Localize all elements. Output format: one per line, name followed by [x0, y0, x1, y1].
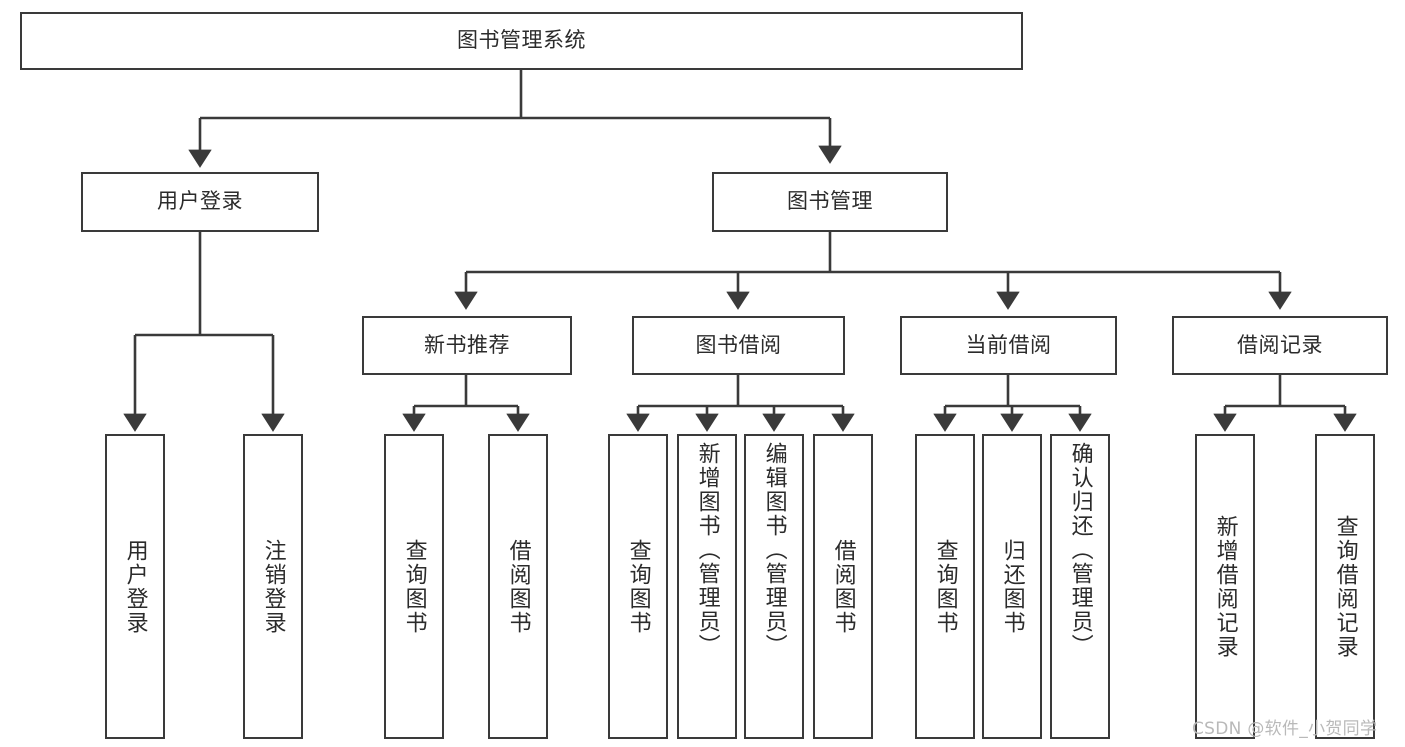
node-user-login[interactable]: 用户登录: [81, 172, 319, 232]
csdn-watermark: CSDN @软件_小贺同学: [1192, 719, 1378, 739]
leaf-new-book-borrow-book[interactable]: 借阅图书: [488, 434, 548, 739]
node-label: 当前借阅: [965, 332, 1052, 357]
node-label: 图书借阅: [695, 332, 782, 357]
leaf-current-borrow-confirm-return-admin[interactable]: 确认归还（管理员）: [1050, 434, 1110, 739]
node-book-management[interactable]: 图书管理: [712, 172, 948, 232]
node-label: 借阅图书: [505, 538, 531, 635]
node-label: 查询图书: [932, 538, 958, 635]
node-label: 新书推荐: [424, 332, 510, 357]
node-label: 确认归还（管理员）: [1067, 442, 1093, 658]
node-label: 查询图书: [625, 538, 651, 635]
node-label: 图书管理: [787, 189, 873, 214]
node-label: 查询借阅记录: [1332, 514, 1358, 659]
node-label: 新增借阅记录: [1212, 514, 1238, 659]
node-label: 借阅图书: [830, 538, 856, 635]
leaf-new-book-query-book[interactable]: 查询图书: [384, 434, 444, 739]
leaf-borrow-record-query-record[interactable]: 查询借阅记录: [1315, 434, 1375, 739]
node-label: 用户登录: [157, 189, 243, 214]
leaf-current-borrow-return-book[interactable]: 归还图书: [982, 434, 1042, 739]
node-label: 归还图书: [999, 538, 1025, 635]
leaf-book-borrow-edit-book-admin[interactable]: 编辑图书（管理员）: [744, 434, 804, 739]
leaf-book-borrow-query-book[interactable]: 查询图书: [608, 434, 668, 739]
leaf-user-login-logout[interactable]: 注销登录: [243, 434, 303, 739]
node-label: 编辑图书（管理员）: [761, 442, 787, 658]
node-root-book-management-system[interactable]: 图书管理系统: [20, 12, 1023, 70]
node-label: 查询图书: [401, 538, 427, 635]
leaf-current-borrow-query-book[interactable]: 查询图书: [915, 434, 975, 739]
leaf-book-borrow-borrow-book[interactable]: 借阅图书: [813, 434, 873, 739]
node-label: 注销登录: [260, 538, 286, 635]
node-borrow-record[interactable]: 借阅记录: [1172, 316, 1388, 375]
node-book-borrow[interactable]: 图书借阅: [632, 316, 845, 375]
leaf-book-borrow-add-book-admin[interactable]: 新增图书（管理员）: [677, 434, 737, 739]
node-label: 借阅记录: [1237, 332, 1323, 357]
node-current-borrow[interactable]: 当前借阅: [900, 316, 1117, 375]
node-label: 图书管理系统: [457, 28, 586, 53]
leaf-user-login-login[interactable]: 用户登录: [105, 434, 165, 739]
node-label: 用户登录: [122, 538, 148, 635]
node-new-book-recommend[interactable]: 新书推荐: [362, 316, 572, 375]
node-label: 新增图书（管理员）: [694, 442, 720, 658]
leaf-borrow-record-add-record[interactable]: 新增借阅记录: [1195, 434, 1255, 739]
